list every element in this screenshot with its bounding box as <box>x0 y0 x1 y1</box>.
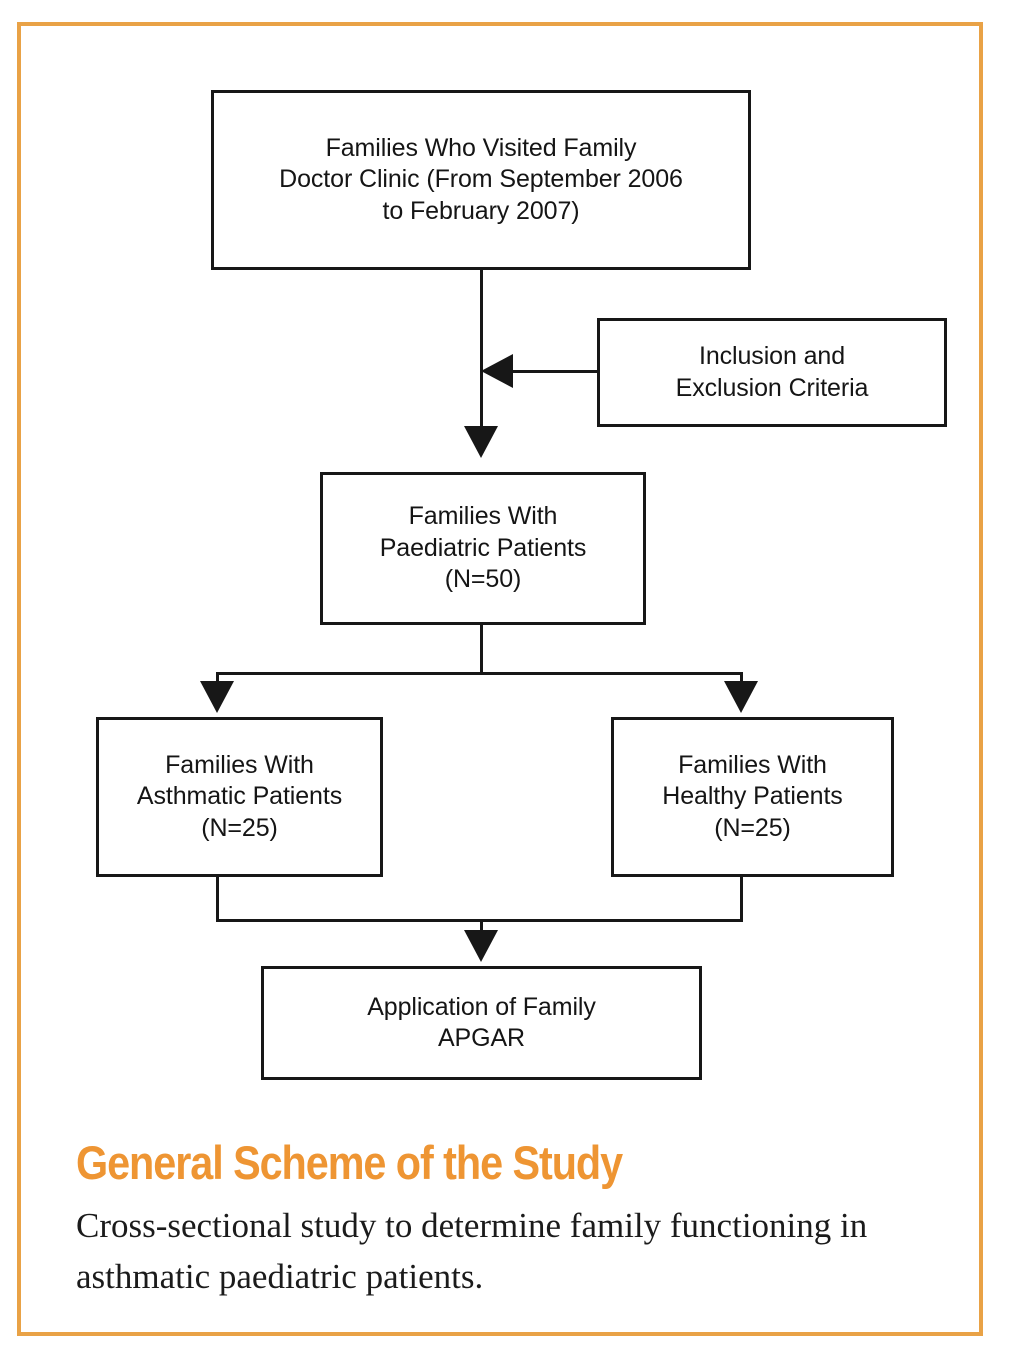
figure-title: General Scheme of the Study <box>76 1136 623 1189</box>
arrow-down-icon-to-asthmatic <box>200 681 234 713</box>
flow-node-source-population-label: Families Who Visited Family Doctor Clini… <box>279 133 683 225</box>
figure-description: Cross-sectional study to determine famil… <box>76 1206 868 1297</box>
flow-node-asthmatic-families-label: Families With Asthmatic Patients (N=25) <box>136 750 343 842</box>
flow-node-family-apgar-label: Application of Family APGAR <box>367 992 596 1053</box>
flow-node-paediatric-families: Families With Paediatric Patients (N=50) <box>320 472 646 625</box>
connector-healthy-down-line <box>740 877 743 922</box>
arrow-down-icon-to-healthy <box>724 681 758 713</box>
flow-node-healthy-families: Families With Healthy Patients (N=25) <box>611 717 894 877</box>
flow-node-asthmatic-families: Families With Asthmatic Patients (N=25) <box>96 717 383 877</box>
flowchart-diagram: Families Who Visited Family Doctor Clini… <box>21 26 1012 1126</box>
connector-asthmatic-down-line <box>216 877 219 922</box>
connector-criteria-to-trunk-line <box>513 370 599 373</box>
flow-node-source-population: Families Who Visited Family Doctor Clini… <box>211 90 751 270</box>
flow-node-family-apgar: Application of Family APGAR <box>261 966 702 1080</box>
connector-paediatric-down-line <box>480 625 483 675</box>
connector-split-horizontal-line <box>216 672 743 675</box>
flow-node-paediatric-families-label: Families With Paediatric Patients (N=50) <box>379 502 587 594</box>
flow-node-healthy-families-label: Families With Healthy Patients (N=25) <box>662 750 843 842</box>
flow-node-inclusion-exclusion-criteria: Inclusion and Exclusion Criteria <box>597 318 947 427</box>
arrow-down-icon-to-apgar <box>464 930 498 962</box>
connector-merge-horizontal-line <box>216 919 743 922</box>
figure-frame-border: Families Who Visited Family Doctor Clini… <box>17 22 983 1336</box>
flow-node-inclusion-exclusion-criteria-label: Inclusion and Exclusion Criteria <box>675 342 869 402</box>
connector-source-to-paediatric-line <box>480 270 483 435</box>
arrow-left-icon-criteria-to-trunk <box>481 354 513 388</box>
arrow-down-icon-source-to-paediatric <box>464 426 498 458</box>
figure-caption-block: General Scheme of the Study Cross-sectio… <box>76 1138 976 1303</box>
